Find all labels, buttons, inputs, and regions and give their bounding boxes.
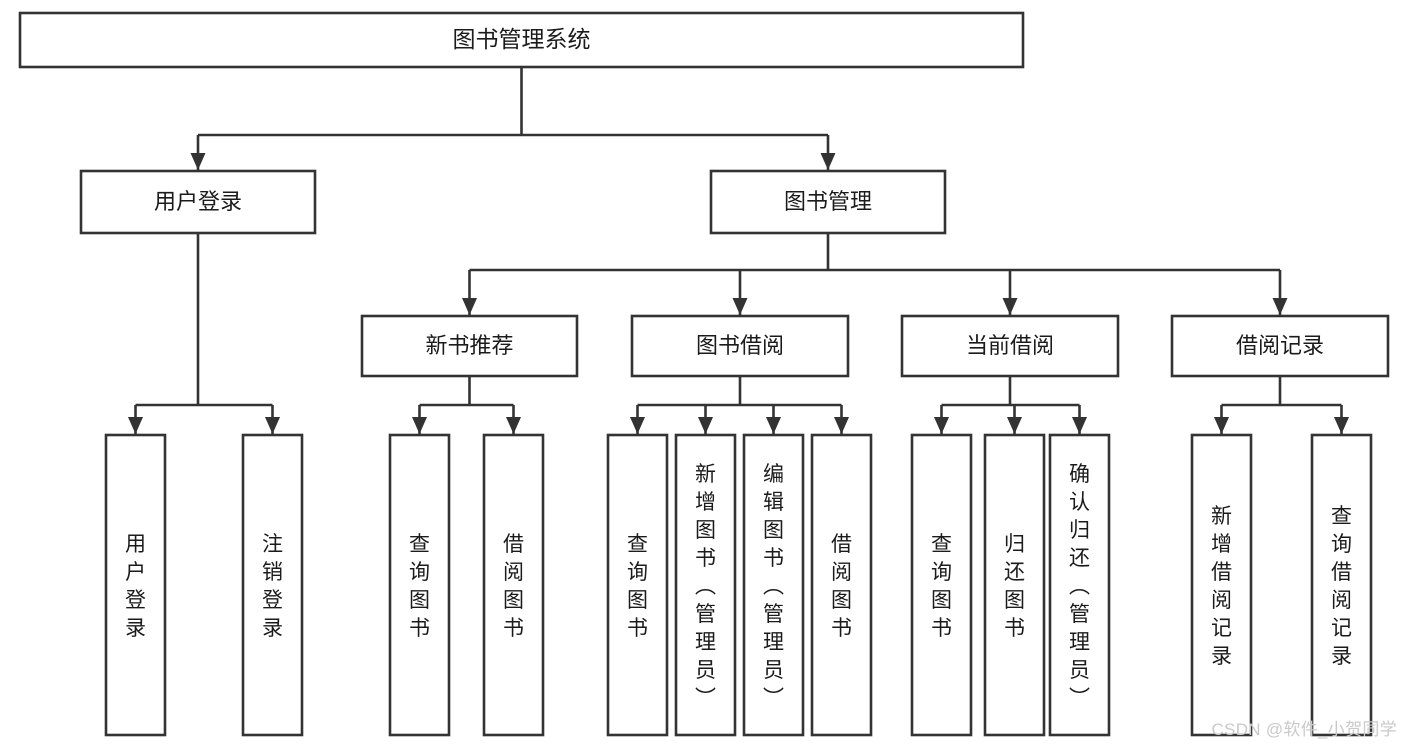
node-label-leaf-query-book-3: 查询图书	[931, 533, 952, 640]
node-label-leaf-query-record: 查询借阅记录	[1331, 505, 1352, 668]
node-box-leaf-borrow-book-1	[482, 433, 545, 737]
node-label-new-book-recommend: 新书推荐	[425, 333, 513, 358]
node-leaf-return-book[interactable]: 归还图书	[983, 433, 1046, 737]
arrowhead-leaf-borrow-book-1	[506, 417, 521, 434]
node-box-leaf-edit-book	[742, 433, 805, 737]
node-leaf-confirm-return[interactable]: 确认归还︵管理员︶	[1048, 433, 1111, 737]
node-box-leaf-query-book-1	[388, 433, 451, 737]
node-leaf-add-record[interactable]: 新增借阅记录	[1190, 433, 1253, 737]
node-label-user-login: 用户登录	[154, 189, 242, 214]
node-box-leaf-return-book	[983, 433, 1046, 737]
node-borrow-record[interactable]: 借阅记录	[1170, 314, 1390, 378]
node-box-leaf-user-logout	[241, 433, 304, 737]
arrowhead-user-login	[190, 153, 206, 170]
node-label-leaf-return-book: 归还图书	[1004, 533, 1025, 640]
arrowhead-leaf-add-book	[698, 417, 713, 434]
node-leaf-borrow-book-2[interactable]: 借阅图书	[810, 433, 873, 737]
node-book-manage[interactable]: 图书管理	[709, 169, 947, 235]
node-box-leaf-user-login	[104, 433, 167, 737]
node-box-leaf-query-book-2	[606, 433, 669, 737]
arrowhead-leaf-user-login	[128, 417, 143, 434]
node-box-new-book-recommend	[360, 314, 579, 378]
node-box-leaf-add-book	[674, 433, 737, 737]
node-label-leaf-query-book-2: 查询图书	[627, 533, 648, 640]
node-leaf-query-book-2[interactable]: 查询图书	[606, 433, 669, 737]
node-label-leaf-borrow-book-2: 借阅图书	[831, 533, 852, 640]
arrowhead-book-borrow	[732, 298, 748, 315]
arrowhead-leaf-query-book-2	[630, 417, 645, 434]
node-label-leaf-borrow-book-1: 借阅图书	[503, 533, 524, 640]
node-label-leaf-edit-book: 编辑图书︵管理员︶	[763, 463, 784, 710]
arrowhead-leaf-edit-book	[766, 417, 781, 434]
arrowhead-leaf-add-record	[1214, 417, 1229, 434]
node-box-borrow-record	[1170, 314, 1390, 378]
node-label-borrow-record: 借阅记录	[1236, 333, 1324, 358]
arrowhead-current-borrow	[1002, 298, 1018, 315]
node-box-leaf-query-book-3	[910, 433, 973, 737]
node-book-borrow[interactable]: 图书借阅	[630, 314, 850, 378]
node-label-leaf-confirm-return: 确认归还︵管理员︶	[1069, 463, 1090, 710]
node-new-book-recommend[interactable]: 新书推荐	[360, 314, 579, 378]
node-label-book-borrow: 图书借阅	[696, 333, 784, 358]
node-label-root: 图书管理系统	[453, 26, 591, 52]
node-leaf-user-logout[interactable]: 注销登录	[241, 433, 304, 737]
arrowhead-book-manage	[820, 153, 836, 170]
node-leaf-edit-book[interactable]: 编辑图书︵管理员︶	[742, 433, 805, 737]
arrowhead-leaf-query-book-1	[412, 417, 427, 434]
node-leaf-borrow-book-1[interactable]: 借阅图书	[482, 433, 545, 737]
node-box-book-borrow	[630, 314, 850, 378]
arrowhead-borrow-record	[1272, 298, 1288, 315]
node-user-login[interactable]: 用户登录	[79, 169, 317, 235]
arrowhead-new-book-recommend	[462, 298, 477, 315]
node-current-borrow[interactable]: 当前借阅	[900, 314, 1120, 378]
arrowhead-leaf-return-book	[1007, 417, 1022, 434]
node-leaf-query-book-3[interactable]: 查询图书	[910, 433, 973, 737]
node-box-leaf-add-record	[1190, 433, 1253, 737]
node-root[interactable]: 图书管理系统	[18, 11, 1025, 69]
node-box-current-borrow	[900, 314, 1120, 378]
connector-layer	[128, 67, 1349, 434]
arrowhead-leaf-borrow-book-2	[834, 417, 849, 434]
node-box-book-manage	[709, 169, 947, 235]
node-label-leaf-user-login: 用户登录	[125, 533, 146, 640]
node-box-user-login	[79, 169, 317, 235]
node-label-leaf-add-record: 新增借阅记录	[1211, 505, 1232, 668]
node-leaf-add-book[interactable]: 新增图书︵管理员︶	[674, 433, 737, 737]
node-label-current-borrow: 当前借阅	[966, 333, 1054, 358]
node-leaf-query-book-1[interactable]: 查询图书	[388, 433, 451, 737]
node-box-leaf-borrow-book-2	[810, 433, 873, 737]
arrowhead-leaf-query-record	[1334, 417, 1349, 434]
node-leaf-user-login[interactable]: 用户登录	[104, 433, 167, 737]
arrowhead-leaf-confirm-return	[1072, 417, 1087, 434]
node-label-leaf-add-book: 新增图书︵管理员︶	[695, 463, 716, 710]
node-box-root	[18, 11, 1025, 69]
node-label-leaf-user-logout: 注销登录	[262, 533, 283, 640]
arrowhead-leaf-user-logout	[265, 417, 280, 434]
node-label-book-manage: 图书管理	[784, 189, 872, 214]
node-leaf-query-record[interactable]: 查询借阅记录	[1310, 433, 1373, 737]
node-layer: 图书管理系统用户登录图书管理新书推荐图书借阅当前借阅借阅记录用户登录注销登录查询…	[18, 11, 1390, 737]
node-box-leaf-query-record	[1310, 433, 1373, 737]
node-box-leaf-confirm-return	[1048, 433, 1111, 737]
arrowhead-leaf-query-book-3	[934, 417, 949, 434]
node-label-leaf-query-book-1: 查询图书	[409, 533, 430, 640]
